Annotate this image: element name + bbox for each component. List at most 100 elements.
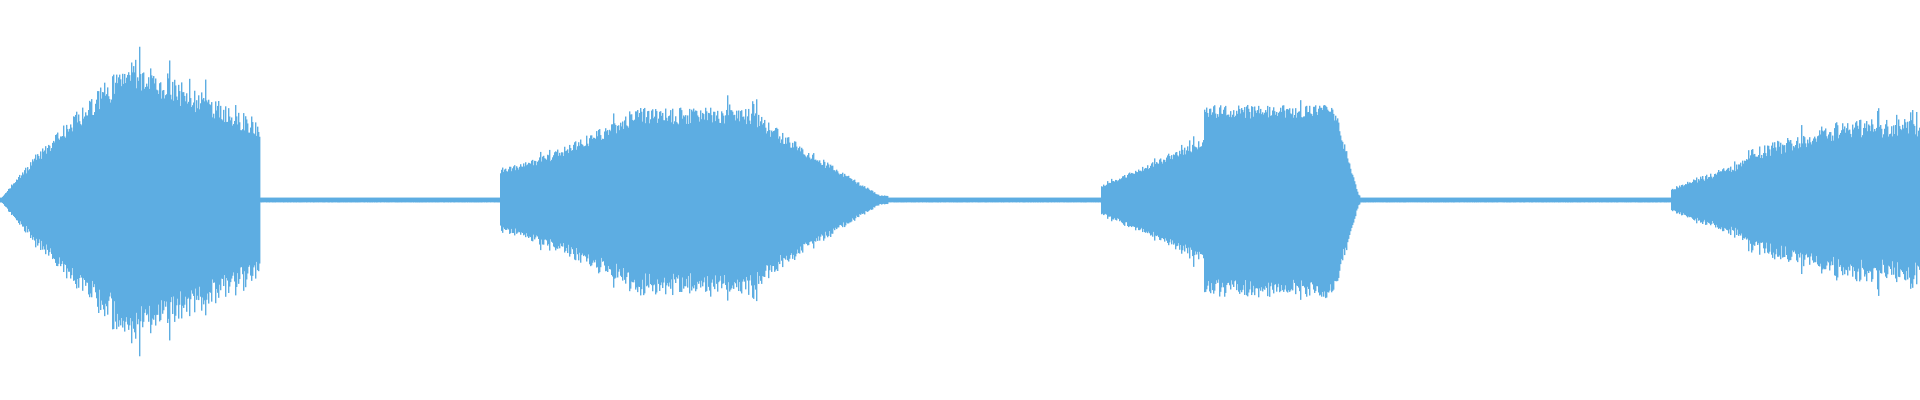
waveform-bar xyxy=(1857,125,1859,272)
waveform-bar xyxy=(1191,152,1193,250)
waveform-bar xyxy=(393,197,395,203)
waveform-bar xyxy=(718,118,720,283)
waveform-bar xyxy=(1028,197,1030,203)
waveform-bar xyxy=(1286,109,1288,292)
waveform-bar xyxy=(1855,122,1857,280)
waveform-bar xyxy=(579,145,581,253)
waveform-bar xyxy=(114,93,116,302)
waveform-bar xyxy=(482,197,484,203)
waveform-bar xyxy=(1318,108,1320,293)
waveform-bar xyxy=(1001,197,1003,203)
waveform-bar xyxy=(2,196,4,204)
waveform-bar xyxy=(1506,197,1508,203)
waveform-bar xyxy=(160,82,162,321)
waveform-bar xyxy=(1629,197,1631,203)
waveform-bar xyxy=(1023,197,1025,203)
waveform-bar xyxy=(1416,197,1418,203)
waveform-bar xyxy=(103,92,105,310)
waveform-bar xyxy=(1413,197,1415,203)
waveform-bar xyxy=(1120,179,1122,221)
waveform-bar xyxy=(849,178,851,223)
waveform-bar xyxy=(532,159,534,242)
waveform-bar xyxy=(1134,173,1136,227)
waveform-bar xyxy=(1788,140,1790,262)
waveform-bar xyxy=(696,110,698,290)
waveform-bar xyxy=(1461,197,1463,203)
waveform-bar xyxy=(1164,159,1166,242)
waveform-bar xyxy=(1556,197,1558,203)
waveform-bar xyxy=(386,197,388,203)
waveform-bar xyxy=(804,154,806,245)
waveform-bar xyxy=(941,197,943,203)
waveform-bar xyxy=(567,149,569,254)
waveform-bar xyxy=(385,197,387,203)
waveform-bar xyxy=(404,197,406,203)
waveform-bar xyxy=(827,162,829,238)
waveform-bar xyxy=(1178,156,1180,244)
waveform-bar xyxy=(1718,170,1720,229)
waveform-bar xyxy=(1526,197,1528,203)
waveform-bar xyxy=(981,197,983,203)
waveform-bar xyxy=(830,164,832,237)
waveform-bar xyxy=(661,115,663,283)
waveform-bar xyxy=(638,117,640,287)
waveform-bar xyxy=(81,125,83,278)
waveform-bar xyxy=(56,134,58,266)
waveform-bar xyxy=(841,173,843,226)
waveform-bar xyxy=(1696,177,1698,224)
waveform-bar xyxy=(247,123,249,274)
waveform-bar xyxy=(1192,144,1194,257)
waveform-bar xyxy=(1517,197,1519,203)
waveform-bar xyxy=(969,197,971,203)
waveform-bar xyxy=(1558,197,1560,203)
waveform-bar xyxy=(1388,197,1390,203)
waveform-bar xyxy=(1737,169,1739,230)
waveform-bar xyxy=(286,197,288,203)
waveform-bar xyxy=(174,79,176,322)
waveform-bar xyxy=(447,197,449,203)
waveform-bar xyxy=(1883,134,1885,265)
waveform-bar xyxy=(644,107,646,294)
waveform-bar xyxy=(13,183,15,217)
waveform-bar xyxy=(569,144,571,257)
waveform-bar xyxy=(1358,194,1360,206)
waveform-bar xyxy=(1661,197,1663,203)
waveform-bar xyxy=(835,171,837,228)
waveform-bar xyxy=(1029,197,1031,203)
waveform-bar xyxy=(76,111,78,289)
waveform-bar xyxy=(1425,197,1427,203)
waveform-bar xyxy=(1457,197,1459,203)
waveform-bar xyxy=(1679,185,1681,215)
waveform-bar xyxy=(127,74,129,325)
waveform-bar xyxy=(1253,116,1255,286)
waveform-bar xyxy=(1052,197,1054,203)
waveform-bar xyxy=(1608,197,1610,203)
waveform-bar xyxy=(1735,171,1737,228)
waveform-bar xyxy=(1080,197,1082,203)
waveform-bar xyxy=(1841,130,1843,272)
waveform-bar xyxy=(1616,197,1618,203)
waveform-bar xyxy=(1570,197,1572,203)
waveform-bar xyxy=(741,110,743,294)
waveform-bar xyxy=(1216,117,1218,281)
waveform-bar xyxy=(1235,115,1237,281)
waveform-bar xyxy=(4,194,6,206)
waveform-bar xyxy=(354,197,356,203)
waveform-bar xyxy=(1257,110,1259,289)
waveform-bar xyxy=(1173,154,1175,245)
waveform-bar xyxy=(1573,197,1575,203)
waveform-bar xyxy=(794,141,796,261)
waveform-bar xyxy=(1162,163,1164,239)
waveform-bar xyxy=(328,197,330,203)
waveform-bar xyxy=(1719,171,1721,229)
waveform-bar xyxy=(1234,116,1236,282)
waveform-bar xyxy=(1217,114,1219,283)
waveform-bar xyxy=(988,197,990,203)
waveform-bar xyxy=(814,159,816,242)
waveform-bar xyxy=(3,195,5,205)
waveform-bar xyxy=(357,197,359,203)
waveform-bar xyxy=(1734,161,1736,238)
waveform-bar xyxy=(678,124,680,276)
waveform-bar xyxy=(1804,137,1806,260)
waveform-bar xyxy=(1319,105,1321,296)
